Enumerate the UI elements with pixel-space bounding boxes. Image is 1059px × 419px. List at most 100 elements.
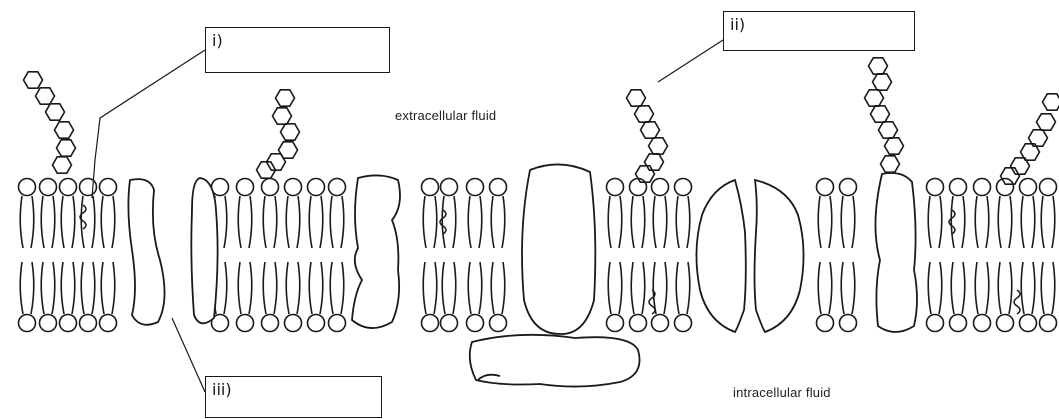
phospholipid xyxy=(422,179,439,332)
phosphate-head xyxy=(285,315,302,332)
phosphate-head xyxy=(40,179,57,196)
fatty-acid-tails xyxy=(818,262,832,314)
carbohydrate-chain xyxy=(627,90,668,182)
phosphate-head xyxy=(950,179,967,196)
phospholipid xyxy=(630,179,647,332)
phospholipid xyxy=(40,179,57,332)
sugar-hexagon xyxy=(649,138,668,154)
fatty-acid-tails xyxy=(653,196,667,248)
fatty-acid-tails xyxy=(491,196,505,248)
phosphate-head xyxy=(80,315,97,332)
integral-protein-2 xyxy=(191,178,217,323)
phospholipid xyxy=(490,179,507,332)
fatty-acid-tails xyxy=(676,262,690,314)
phosphate-head xyxy=(997,179,1014,196)
phosphate-head xyxy=(285,179,302,196)
fatty-acid-tails xyxy=(928,262,942,314)
phosphate-head xyxy=(927,315,944,332)
label-text-iii: iii) xyxy=(212,380,232,399)
label-text-ii: ii) xyxy=(730,15,745,34)
phosphate-head xyxy=(974,179,991,196)
phosphate-head xyxy=(1040,315,1057,332)
phosphate-head xyxy=(817,315,834,332)
phosphate-head xyxy=(630,315,647,332)
phosphate-head xyxy=(100,315,117,332)
fatty-acid-tails xyxy=(1021,262,1035,314)
phosphate-head xyxy=(607,315,624,332)
integral-protein-3 xyxy=(352,175,400,328)
fatty-acid-tails xyxy=(263,262,277,314)
label-box-iii[interactable]: iii) xyxy=(205,376,382,418)
phosphate-head xyxy=(1040,179,1057,196)
fatty-acid-tails xyxy=(330,196,344,248)
phospholipid xyxy=(840,179,857,332)
label-box-i[interactable]: i) xyxy=(205,27,390,73)
sugar-hexagon xyxy=(885,138,904,154)
phosphate-head xyxy=(329,315,346,332)
carbohydrate-chain xyxy=(257,90,300,178)
sugar-hexagon xyxy=(46,104,65,120)
phosphate-head xyxy=(974,315,991,332)
phosphate-head xyxy=(262,315,279,332)
phospholipid xyxy=(817,179,834,332)
label-text-i: i) xyxy=(212,31,223,50)
fatty-acid-tails xyxy=(1021,196,1035,248)
phosphate-head xyxy=(441,179,458,196)
fatty-acid-tails xyxy=(468,262,482,314)
sugar-hexagon xyxy=(627,90,646,106)
sugar-hexagon xyxy=(55,122,74,138)
carbohydrate-chain xyxy=(1001,94,1059,184)
sugar-hexagon xyxy=(57,140,76,156)
fatty-acid-tails xyxy=(61,262,75,314)
phospholipid xyxy=(237,179,254,332)
phospholipid xyxy=(308,179,325,332)
phosphate-head xyxy=(675,179,692,196)
leader-line-ii xyxy=(658,40,723,82)
carbohydrate-chain xyxy=(24,72,76,173)
phospholipid xyxy=(974,179,991,332)
phosphate-head xyxy=(100,179,117,196)
phospholipid xyxy=(997,179,1014,332)
sugar-hexagon xyxy=(641,122,660,138)
phosphate-head xyxy=(237,179,254,196)
label-box-ii[interactable]: ii) xyxy=(723,11,915,51)
extracellular-fluid-label: extracellular fluid xyxy=(395,108,496,123)
fatty-acid-tails xyxy=(928,196,942,248)
phospholipid xyxy=(100,179,117,332)
fatty-acid-tails xyxy=(41,262,55,314)
sugar-hexagon xyxy=(1043,94,1059,110)
phospholipid xyxy=(675,179,692,332)
phosphate-head xyxy=(308,179,325,196)
fatty-acid-tails xyxy=(975,196,989,248)
sugar-hexagon xyxy=(36,88,55,104)
sugar-hexagon xyxy=(276,90,295,106)
sugar-hexagon xyxy=(879,122,898,138)
sugar-hexagon xyxy=(636,166,655,182)
phospholipid xyxy=(285,179,302,332)
fatty-acid-tails xyxy=(468,196,482,248)
fatty-acid-tails xyxy=(491,262,505,314)
phosphate-head xyxy=(19,179,36,196)
phospholipid xyxy=(607,179,624,332)
phosphate-head xyxy=(927,179,944,196)
phosphate-head xyxy=(490,315,507,332)
phospholipid xyxy=(262,179,279,332)
carbohydrate-chain xyxy=(865,58,904,172)
phospholipid xyxy=(950,179,967,332)
fatty-acid-tails xyxy=(309,196,323,248)
phosphate-head xyxy=(1020,315,1037,332)
fatty-acid-tails xyxy=(20,262,34,314)
integral-protein-1 xyxy=(128,179,164,325)
phospholipid xyxy=(441,179,458,332)
fatty-acid-tails xyxy=(608,196,622,248)
phosphate-head xyxy=(19,315,36,332)
fatty-acid-tails xyxy=(1041,196,1055,248)
fatty-acid-tails xyxy=(631,196,645,248)
fatty-acid-tails xyxy=(423,262,437,314)
phosphate-head xyxy=(840,315,857,332)
sugar-hexagon xyxy=(53,157,72,173)
channel-protein-split xyxy=(696,180,803,332)
fatty-acid-tails xyxy=(818,196,832,248)
phosphate-head xyxy=(60,179,77,196)
sugar-hexagon xyxy=(873,74,892,90)
